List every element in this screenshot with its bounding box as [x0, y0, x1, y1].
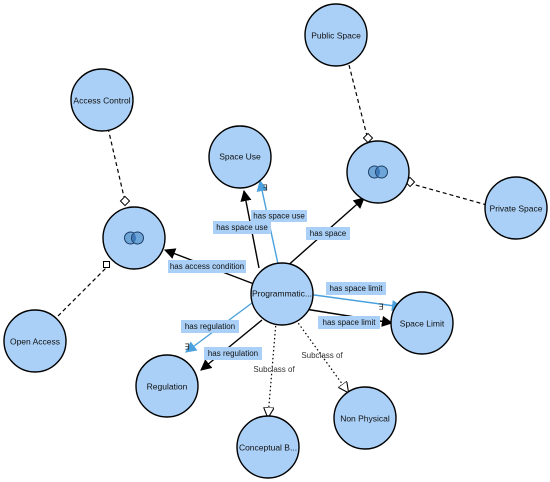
node-programmatic[interactable]: Programmatic... [250, 262, 314, 326]
node-label-private-space: Private Space [490, 203, 543, 213]
node-union-left[interactable] [102, 206, 166, 270]
edge-label-has-space[interactable]: has space [306, 227, 350, 240]
exists-mark-regulation: ∃ [184, 343, 189, 352]
edge-has-space-limit-blue [306, 293, 404, 312]
diamond-marker-union-right-top [362, 132, 374, 144]
node-union-right[interactable] [346, 140, 410, 204]
node-label-access-control: Access Control [73, 95, 130, 105]
node-label-conceptual: Conceptual B... [239, 442, 297, 452]
edge-label-has-access-condition[interactable]: has access condition [168, 260, 246, 273]
svg-text:has regulation: has regulation [185, 322, 235, 331]
edge-label-has-space-use-1[interactable]: has space use [213, 221, 271, 234]
edge-open-access-to-union-left [57, 265, 109, 317]
node-non-physical[interactable]: Non Physical [333, 386, 397, 450]
node-regulation[interactable]: Regulation [135, 354, 199, 418]
svg-text:has access condition: has access condition [170, 262, 244, 271]
node-public-space[interactable]: Public Space [304, 3, 368, 67]
svg-text:has regulation: has regulation [208, 349, 258, 358]
edge-has-regulation-black [200, 319, 263, 371]
svg-text:has space use: has space use [216, 223, 268, 232]
node-access-control[interactable]: Access Control [70, 68, 134, 132]
node-label-non-physical: Non Physical [340, 413, 390, 423]
exists-mark-space-use: ∃ [262, 184, 267, 193]
edge-public-to-union-right [348, 64, 368, 137]
edge-label-subclass-of-2: Subclass of [301, 351, 343, 360]
union-icon [368, 165, 388, 179]
edge-label-has-space-use-2[interactable]: has space use [251, 210, 307, 222]
node-label-space-limit: Space Limit [400, 318, 445, 328]
node-label-regulation: Regulation [147, 381, 188, 391]
edge-subclass-non-physical [295, 319, 348, 392]
exists-mark-space-limit: ∃ [378, 303, 383, 312]
node-label-space-use: Space Use [219, 151, 261, 161]
edge-access-control-to-union-left [107, 127, 125, 198]
edge-label-has-regulation-2[interactable]: has regulation [204, 347, 262, 360]
union-icon [124, 231, 144, 245]
edge-label-has-space-limit-2[interactable]: has space limit [318, 316, 380, 329]
svg-text:has space: has space [310, 229, 347, 238]
edge-label-has-regulation-1[interactable]: has regulation [181, 320, 239, 333]
node-open-access[interactable]: Open Access [3, 309, 67, 373]
edge-label-has-space-limit-1[interactable]: has space limit [326, 282, 386, 295]
node-space-limit[interactable]: Space Limit [390, 291, 454, 355]
node-space-use[interactable]: Space Use [208, 125, 272, 189]
svg-text:has space limit: has space limit [330, 284, 384, 293]
svg-text:has space use: has space use [253, 212, 305, 221]
square-marker-union-left [103, 261, 110, 268]
edge-private-to-union-right [411, 183, 488, 206]
node-conceptual[interactable]: Conceptual B... [236, 415, 300, 479]
diamond-marker-union-left [119, 195, 131, 207]
node-private-space[interactable]: Private Space [484, 176, 548, 240]
edge-label-subclass-of-1: Subclass of [253, 365, 295, 374]
node-label-public-space: Public Space [311, 30, 361, 40]
node-label-open-access: Open Access [10, 336, 60, 346]
svg-text:has space limit: has space limit [323, 318, 377, 327]
node-label-programmatic: Programmatic... [252, 288, 312, 298]
